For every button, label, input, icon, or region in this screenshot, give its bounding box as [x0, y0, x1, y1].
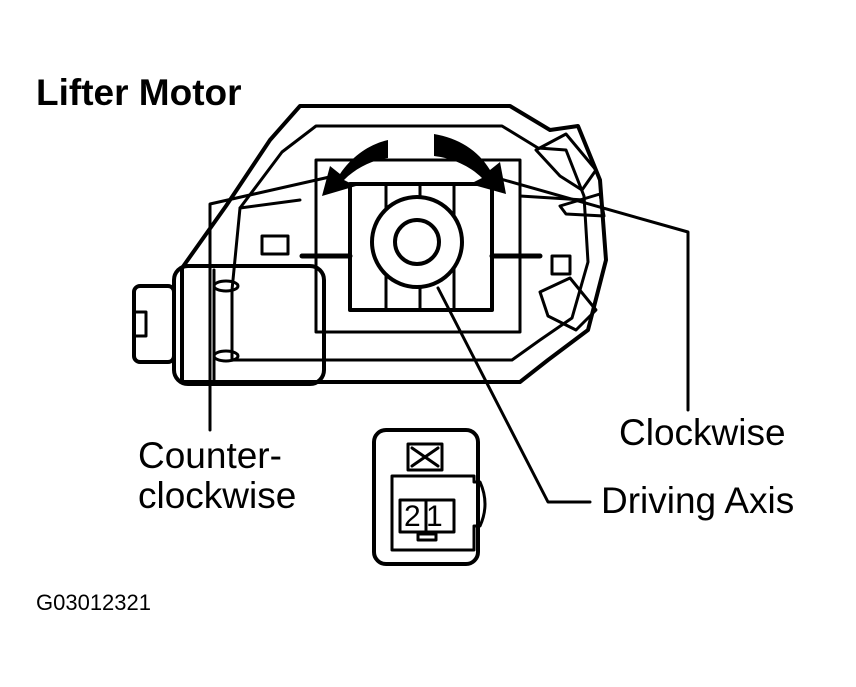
housing-detail-left — [260, 234, 290, 256]
motor-brush-top — [212, 279, 240, 293]
housing-lug-lower — [538, 276, 598, 332]
motor-housing-inner — [230, 124, 590, 362]
counterclockwise-label-line2: clockwise — [138, 475, 297, 516]
figure-id: G03012321 — [36, 590, 151, 615]
connector-latch-x — [410, 446, 440, 468]
connector-pin-1-label: 1 — [426, 500, 443, 533]
motor-end-notch — [132, 310, 148, 338]
connector-key — [416, 532, 438, 542]
connector-body — [372, 428, 480, 566]
connector-latch — [406, 442, 444, 472]
counterclockwise-arrow — [322, 140, 388, 196]
clockwise-arrow — [434, 134, 506, 194]
housing-lug-upper — [534, 132, 598, 192]
motor-end-cap — [132, 284, 176, 364]
connector-pin-2-label: 2 — [404, 500, 421, 533]
clockwise-leader — [488, 174, 690, 412]
driving-axis-inner — [393, 218, 441, 266]
housing-lug-middle — [558, 192, 606, 218]
motor-brush-bottom — [212, 349, 240, 363]
gear-frame — [314, 158, 522, 334]
driving-axis-label: Driving Axis — [601, 480, 795, 521]
motor-housing-outline — [180, 104, 608, 384]
counterclockwise-leader — [208, 174, 336, 432]
motor-cylinder — [172, 264, 326, 386]
clockwise-label: Clockwise — [619, 412, 786, 453]
housing-lug-small — [550, 254, 572, 276]
connector-face — [390, 474, 487, 552]
counterclockwise-label-line1: Counter- — [138, 435, 282, 476]
diagram-title: Lifter Motor — [36, 72, 242, 113]
driving-axis-leader — [436, 286, 592, 504]
